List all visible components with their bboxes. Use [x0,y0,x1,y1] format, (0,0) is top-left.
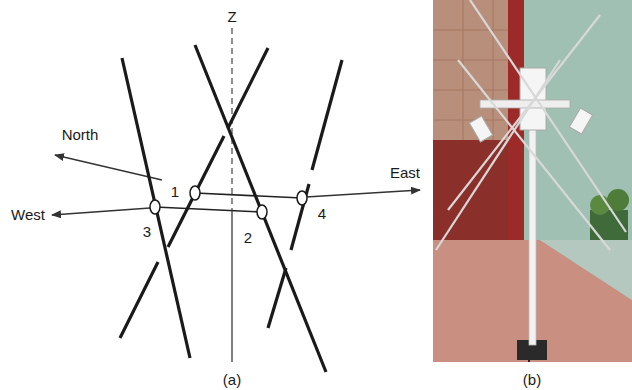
callout-number: 4 [318,206,326,221]
panel-label: (b) [523,372,541,387]
axis-label: Z [227,9,236,24]
direction-label: East [390,165,420,180]
direction-label: West [11,207,45,222]
callout-number: 1 [171,184,179,199]
callout-number: 2 [244,230,252,245]
panel-label: (a) [223,372,241,387]
antenna-photo [433,0,632,362]
callout-number: 3 [143,224,151,239]
direction-label: North [62,127,99,142]
